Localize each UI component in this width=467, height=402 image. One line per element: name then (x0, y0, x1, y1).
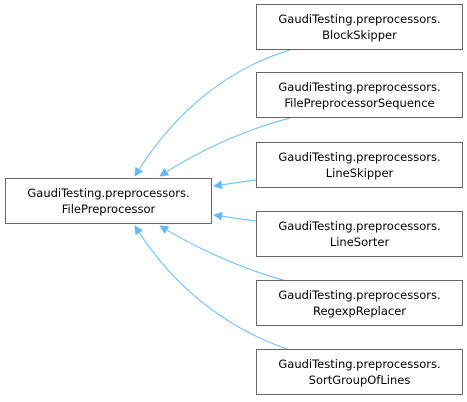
edge-linesorter (213, 211, 257, 222)
edge-regexpreplacer (159, 225, 291, 283)
class-node-namespace: GaudiTesting.preprocessors. (278, 80, 441, 94)
class-node-namespace: GaudiTesting.preprocessors. (27, 186, 190, 200)
class-node-namespace: GaudiTesting.preprocessors. (278, 219, 441, 233)
class-node-namespace: GaudiTesting.preprocessors. (278, 357, 441, 371)
class-node-regexpreplacer[interactable]: GaudiTesting.preprocessors. RegexpReplac… (256, 280, 463, 326)
class-node-namespace: GaudiTesting.preprocessors. (278, 150, 441, 164)
class-node-namespace: GaudiTesting.preprocessors. (278, 288, 441, 302)
class-node-lineskipper[interactable]: GaudiTesting.preprocessors. LineSkipper (256, 142, 463, 188)
class-node-name: RegexpReplacer (312, 304, 407, 318)
class-node-filepreprocessor[interactable]: GaudiTesting.preprocessors. FilePreproce… (5, 178, 212, 224)
edge-blockskipper (134, 49, 291, 177)
class-node-linesorter[interactable]: GaudiTesting.preprocessors. LineSorter (256, 211, 463, 257)
edge-filepreprocessorsequence (159, 117, 291, 177)
edge-sortgroupoflines (134, 225, 291, 351)
class-node-name: LineSkipper (325, 166, 394, 180)
class-node-filepreprocessorsequence[interactable]: GaudiTesting.preprocessors. FilePreproce… (256, 72, 463, 118)
edge-lineskipper (213, 179, 257, 190)
class-node-sortgroupoflines[interactable]: GaudiTesting.preprocessors. SortGroupOfL… (256, 349, 463, 395)
class-node-namespace: GaudiTesting.preprocessors. (278, 12, 441, 26)
class-node-blockskipper[interactable]: GaudiTesting.preprocessors. BlockSkipper (256, 4, 463, 50)
class-node-name: LineSorter (329, 235, 390, 249)
class-node-name: FilePreprocessorSequence (284, 96, 435, 110)
class-node-name: BlockSkipper (322, 28, 397, 42)
class-node-name: FilePreprocessor (61, 202, 156, 216)
inheritance-edges (134, 49, 291, 351)
class-node-name: SortGroupOfLines (308, 373, 411, 387)
